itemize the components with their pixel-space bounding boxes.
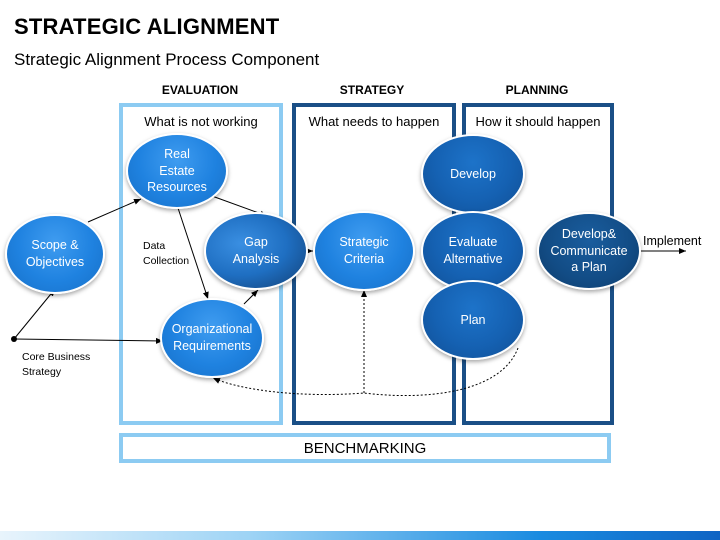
- arrow-core-to-scope: [13, 288, 56, 340]
- real-estate-resources-node: Real Estate Resources: [126, 133, 228, 209]
- strategy-heading: STRATEGY: [339, 83, 405, 97]
- core-business-strategy-label: Core Business Strategy: [22, 351, 91, 379]
- data-collection-label: Data Collection: [143, 240, 190, 268]
- develop-communicate-plan-node: Develop& Communicate a Plan: [537, 212, 641, 290]
- scope-objectives-node: Scope & Objectives: [5, 214, 105, 294]
- core-business-dot: [11, 336, 17, 342]
- page-subtitle: Strategic Alignment Process Component: [14, 50, 320, 69]
- planning-heading: PLANNING: [505, 83, 569, 97]
- dashed-feedback-loop: [212, 347, 519, 397]
- organizational-requirements-node: Organizational Requirements: [160, 298, 264, 378]
- implement-label: Implement: [643, 234, 702, 248]
- planning-caption: How it should happen: [475, 114, 601, 129]
- arrow-scope-to-realestate: [87, 198, 142, 223]
- evaluation-heading: EVALUATION: [161, 83, 239, 97]
- strategy-caption: What needs to happen: [308, 114, 440, 129]
- develop-node: Develop: [421, 134, 525, 214]
- gap-analysis-node: Gap Analysis: [204, 212, 308, 290]
- arrow-orgreq-to-gap: [243, 289, 259, 305]
- bottom-gradient-bar: [0, 531, 720, 540]
- strategic-criteria-node: Strategic Criteria: [313, 211, 415, 291]
- page-title: STRATEGIC ALIGNMENT: [14, 14, 280, 39]
- arrow-realestate-to-orgreq: [177, 207, 209, 300]
- arrow-core-to-orgreq: [13, 337, 164, 344]
- benchmarking-bar: BENCHMARKING: [119, 433, 611, 463]
- plan-node: Plan: [421, 280, 525, 360]
- evaluation-caption: What is not working: [144, 114, 258, 129]
- evaluate-alternative-node: Evaluate Alternative: [421, 211, 525, 291]
